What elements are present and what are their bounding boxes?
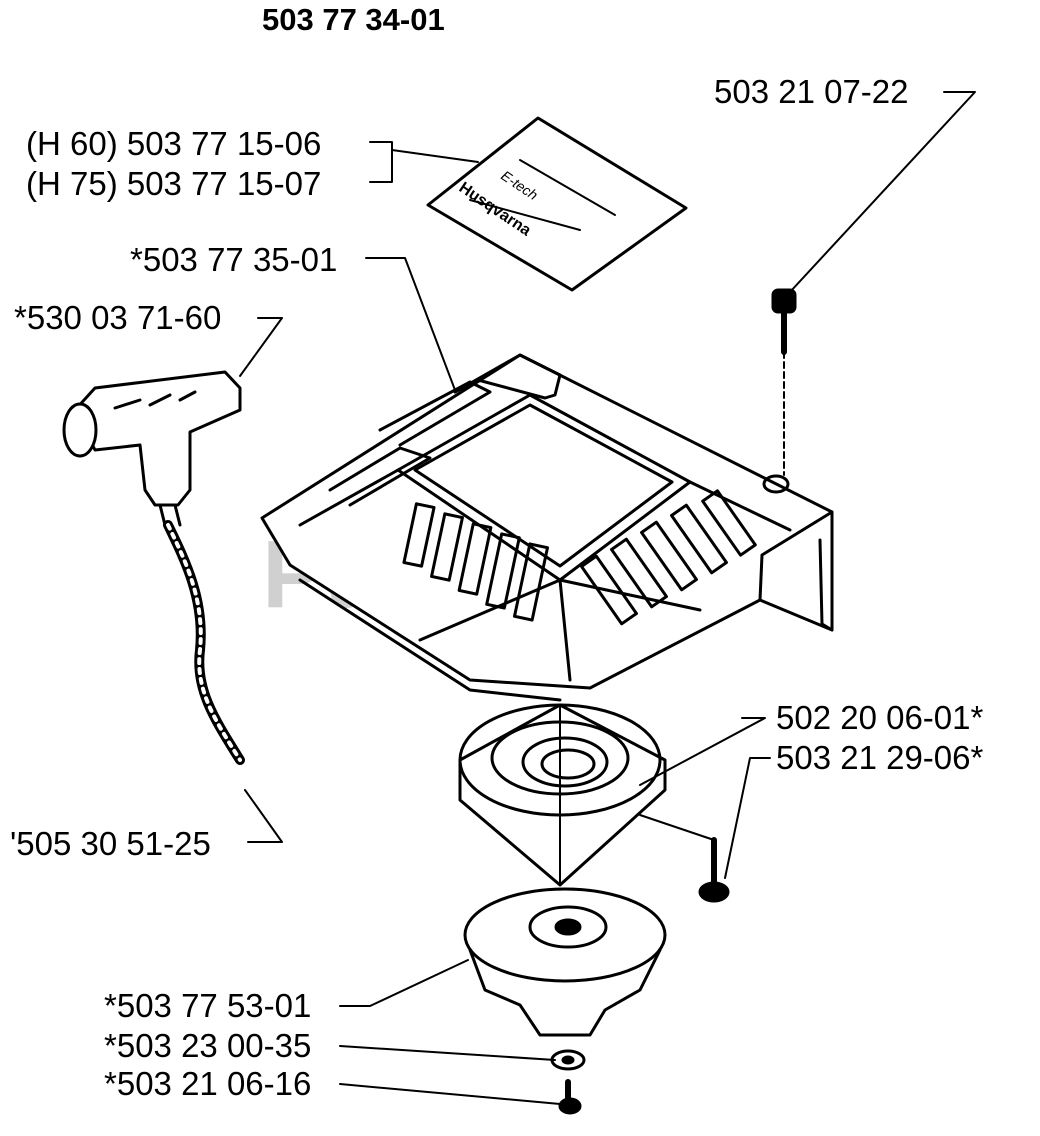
center-screw [558,1079,582,1115]
rope-pulley [458,703,667,887]
decal-card: Husqvarna E-tech [426,116,688,292]
starter-housing [260,353,834,702]
part-label-spring-cup: *503 77 53-01 [104,987,312,1024]
part-label-screw-pulley: 503 21 29-06* [776,739,984,776]
starter-rope [163,520,245,765]
leader-lines [239,91,976,1105]
part-label-handle: *530 03 71-60 [14,299,222,336]
part-label-washer: *503 23 00-35 [104,1027,312,1064]
top-screw [771,288,797,476]
washer [550,1049,586,1071]
part-label-pulley: 502 20 06-01* [776,699,984,736]
part-label-decal-h75: (H 75) 503 77 15-07 [26,165,322,202]
spring-cup [463,887,667,1037]
pulley-screw [639,814,730,903]
part-label-decal-h60: (H 60) 503 77 15-06 [26,125,322,162]
part-label-screw-center: *503 21 06-16 [104,1065,312,1102]
part-label-screw-top: 503 21 07-22 [714,73,909,110]
part-label-housing: *503 77 35-01 [130,241,338,278]
starter-handle [62,370,242,527]
part-label-rope: '505 30 51-25 [10,825,211,862]
diagram-title: 503 77 34-01 [262,2,445,37]
